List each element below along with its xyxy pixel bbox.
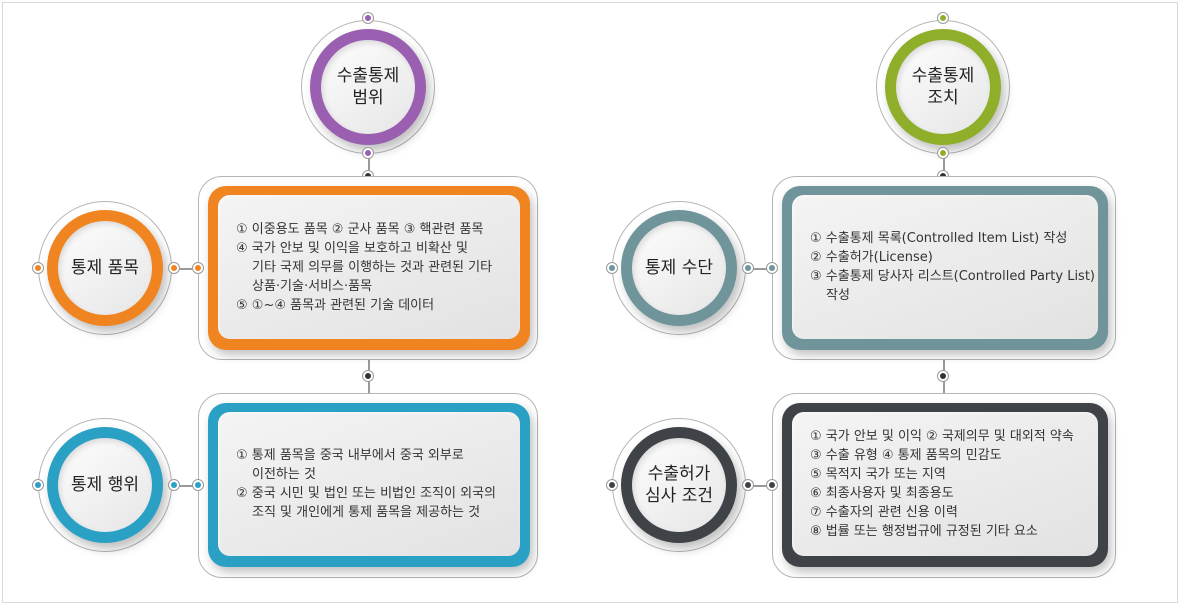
connector-dot [32,479,44,491]
controlled-acts-circle: 통제 행위 [38,418,172,552]
text-line: ⑥ 최종사용자 및 최종용도 [810,486,954,501]
controlled-items-circle: 통제 품목 [38,201,172,335]
connector-dot [192,479,204,491]
controlled-acts-label: 통제 행위 [71,474,139,495]
text-line: ① 통제 품목을 중국 내부에서 중국 외부로 [236,448,464,463]
connector-dot [766,479,778,491]
text-line: ① 국가 안보 및 이익 ② 국제의무 및 대외적 약속 [810,429,1074,444]
connector-dot [742,262,754,274]
connector-dot [606,479,618,491]
measures-circle-label: 수출통제 조치 [911,65,975,108]
text-line: ⑦ 수출자의 관련 신용 이력 [810,505,958,520]
connector-dot [32,262,44,274]
control-means-circle: 통제 수단 [612,201,746,335]
text-line: 기타 국제 의무를 이행하는 것과 관련된 기타 [252,259,493,275]
connector-dot [937,12,949,24]
text-line: ③ 수출 유형 ④ 통제 품목의 민감도 [810,448,1002,463]
scope-circle-label: 수출통제 범위 [336,65,400,108]
text-line: ① 이중용도 품목 ② 군사 품목 ③ 핵관련 품목 [236,221,484,237]
text-line: ② 중국 시민 및 법인 또는 비법인 조직이 외국의 [236,486,496,501]
connector-dot [937,147,949,159]
connector-dot [192,262,204,274]
control-means-content: ① 수출통제 목록(Controlled Item List) 작성 ② 수출허… [792,195,1098,339]
connector-dot [168,479,180,491]
connector-dot [766,262,778,274]
text-line: ⑤ ①~④ 품목과 관련된 기술 데이터 [236,297,435,313]
text-line: 조직 및 개인에게 통제 품목을 제공하는 것 [252,505,481,520]
text-line: 상품·기술·서비스·품목 [252,278,373,294]
scope-circle: 수출통제 범위 [301,20,435,154]
license-criteria-content: ① 국가 안보 및 이익 ② 국제의무 및 대외적 약속 ③ 수출 유형 ④ 통… [792,412,1098,556]
connector-dot [606,262,618,274]
connector-dot [168,262,180,274]
controlled-items-content: ① 이중용도 품목 ② 군사 품목 ③ 핵관련 품목 ④ 국가 안보 및 이익을… [218,195,520,339]
text-line: 작성 [826,288,850,303]
text-line: ① 수출통제 목록(Controlled Item List) 작성 [810,231,1068,246]
text-line: ④ 국가 안보 및 이익을 보호하고 비확산 및 [236,240,468,256]
text-line: ⑤ 목적지 국가 또는 지역 [810,467,946,482]
controlled-acts-content: ① 통제 품목을 중국 내부에서 중국 외부로 이전하는 것 ② 중국 시민 및… [218,412,520,556]
control-means-label: 통제 수단 [645,257,713,278]
text-line: ③ 수출통제 당사자 리스트(Controlled Party List) [810,269,1095,284]
license-criteria-circle: 수출허가 심사 조건 [612,418,746,552]
connector-dot [362,147,374,159]
text-line: 이전하는 것 [252,467,316,482]
connector-dot [937,370,949,382]
connector-dot [362,12,374,24]
connector-dot [362,370,374,382]
measures-circle: 수출통제 조치 [876,20,1010,154]
license-criteria-label: 수출허가 심사 조건 [645,463,713,506]
controlled-items-label: 통제 품목 [71,257,139,278]
text-line: ② 수출허가(License) [810,250,933,265]
connector-dot [742,479,754,491]
text-line: ⑧ 법률 또는 행정법규에 규정된 기타 요소 [810,524,1038,539]
